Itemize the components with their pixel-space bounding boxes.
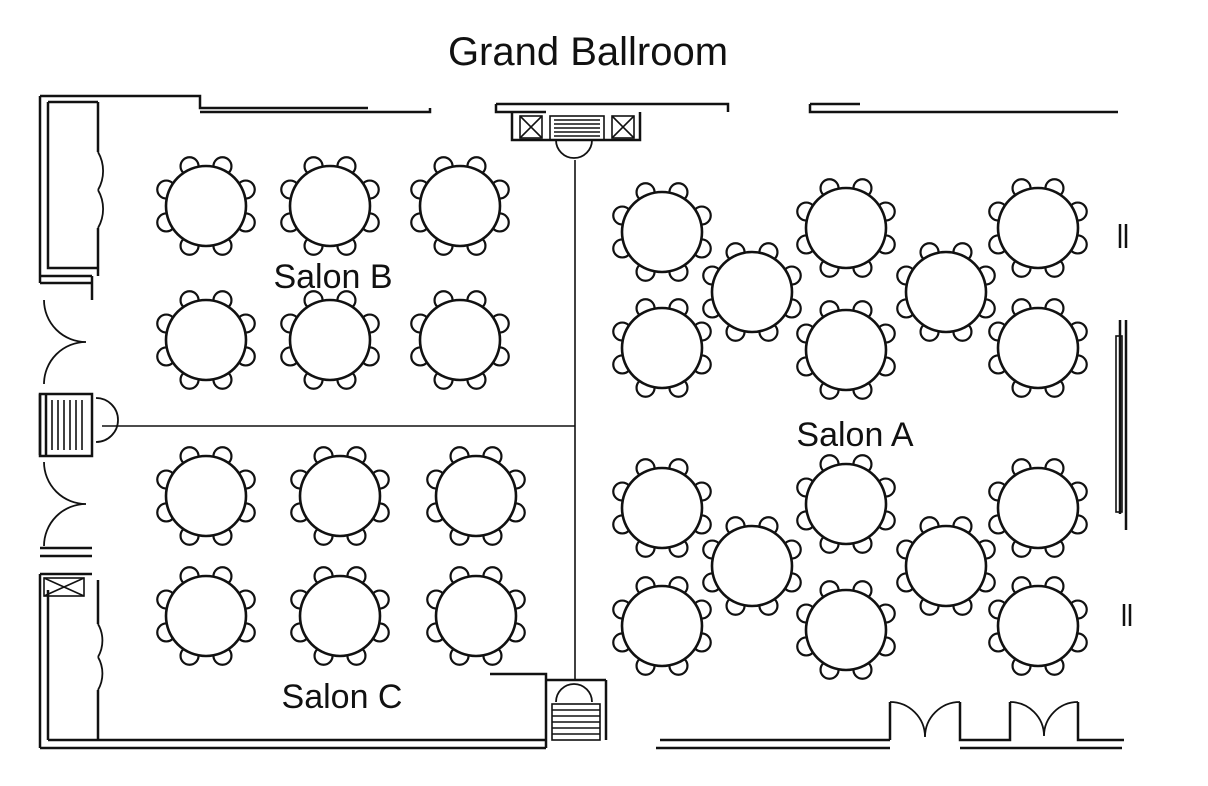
round-table <box>804 308 888 392</box>
round-table <box>620 584 704 668</box>
table-salon-b-6 <box>410 290 510 390</box>
table-salon-a-12 <box>702 516 802 616</box>
round-table <box>298 454 382 538</box>
round-table <box>996 186 1080 270</box>
round-table <box>298 574 382 658</box>
table-salon-c-3 <box>426 446 526 546</box>
round-table <box>164 454 248 538</box>
round-table <box>996 306 1080 390</box>
table-salon-a-3 <box>988 178 1088 278</box>
table-salon-a-13 <box>896 516 996 616</box>
table-salon-a-5 <box>896 242 996 342</box>
table-salon-c-1 <box>156 446 256 546</box>
table-salon-a-6 <box>612 298 712 398</box>
round-table <box>904 524 988 608</box>
round-table <box>288 298 372 382</box>
round-table <box>418 298 502 382</box>
tables-layer <box>156 156 1088 680</box>
round-table <box>804 462 888 546</box>
salon-c-label: Salon C <box>282 678 403 716</box>
table-salon-b-1 <box>156 156 256 256</box>
table-salon-b-5 <box>280 290 380 390</box>
round-table <box>434 574 518 658</box>
table-salon-a-8 <box>988 298 1088 398</box>
table-salon-a-4 <box>702 242 802 342</box>
salon-b-label: Salon B <box>273 258 392 296</box>
round-table <box>164 164 248 248</box>
table-salon-a-15 <box>796 580 896 680</box>
table-salon-a-9 <box>612 458 712 558</box>
table-salon-c-2 <box>290 446 390 546</box>
walls <box>38 94 1132 750</box>
round-table <box>620 306 704 390</box>
round-table <box>164 298 248 382</box>
round-table <box>434 454 518 538</box>
doors <box>43 139 1079 738</box>
round-table <box>288 164 372 248</box>
round-table <box>996 584 1080 668</box>
table-salon-c-4 <box>156 566 256 666</box>
round-table <box>710 524 794 608</box>
salon-a-label: Salon A <box>796 416 914 454</box>
table-salon-b-2 <box>280 156 380 256</box>
round-table <box>904 250 988 334</box>
table-salon-a-1 <box>612 182 712 282</box>
table-salon-c-5 <box>290 566 390 666</box>
table-salon-a-7 <box>796 300 896 400</box>
plan-title: Grand Ballroom <box>448 30 728 74</box>
round-table <box>804 588 888 672</box>
round-table <box>418 164 502 248</box>
round-table <box>804 186 888 270</box>
round-table <box>996 466 1080 550</box>
round-table <box>710 250 794 334</box>
round-table <box>620 466 704 550</box>
table-salon-b-4 <box>156 290 256 390</box>
table-salon-b-3 <box>410 156 510 256</box>
table-salon-a-10 <box>796 454 896 554</box>
table-salon-a-16 <box>988 576 1088 676</box>
round-table <box>164 574 248 658</box>
table-salon-a-14 <box>612 576 712 676</box>
round-table <box>620 190 704 274</box>
table-salon-a-11 <box>988 458 1088 558</box>
table-salon-c-6 <box>426 566 526 666</box>
table-salon-a-2 <box>796 178 896 278</box>
